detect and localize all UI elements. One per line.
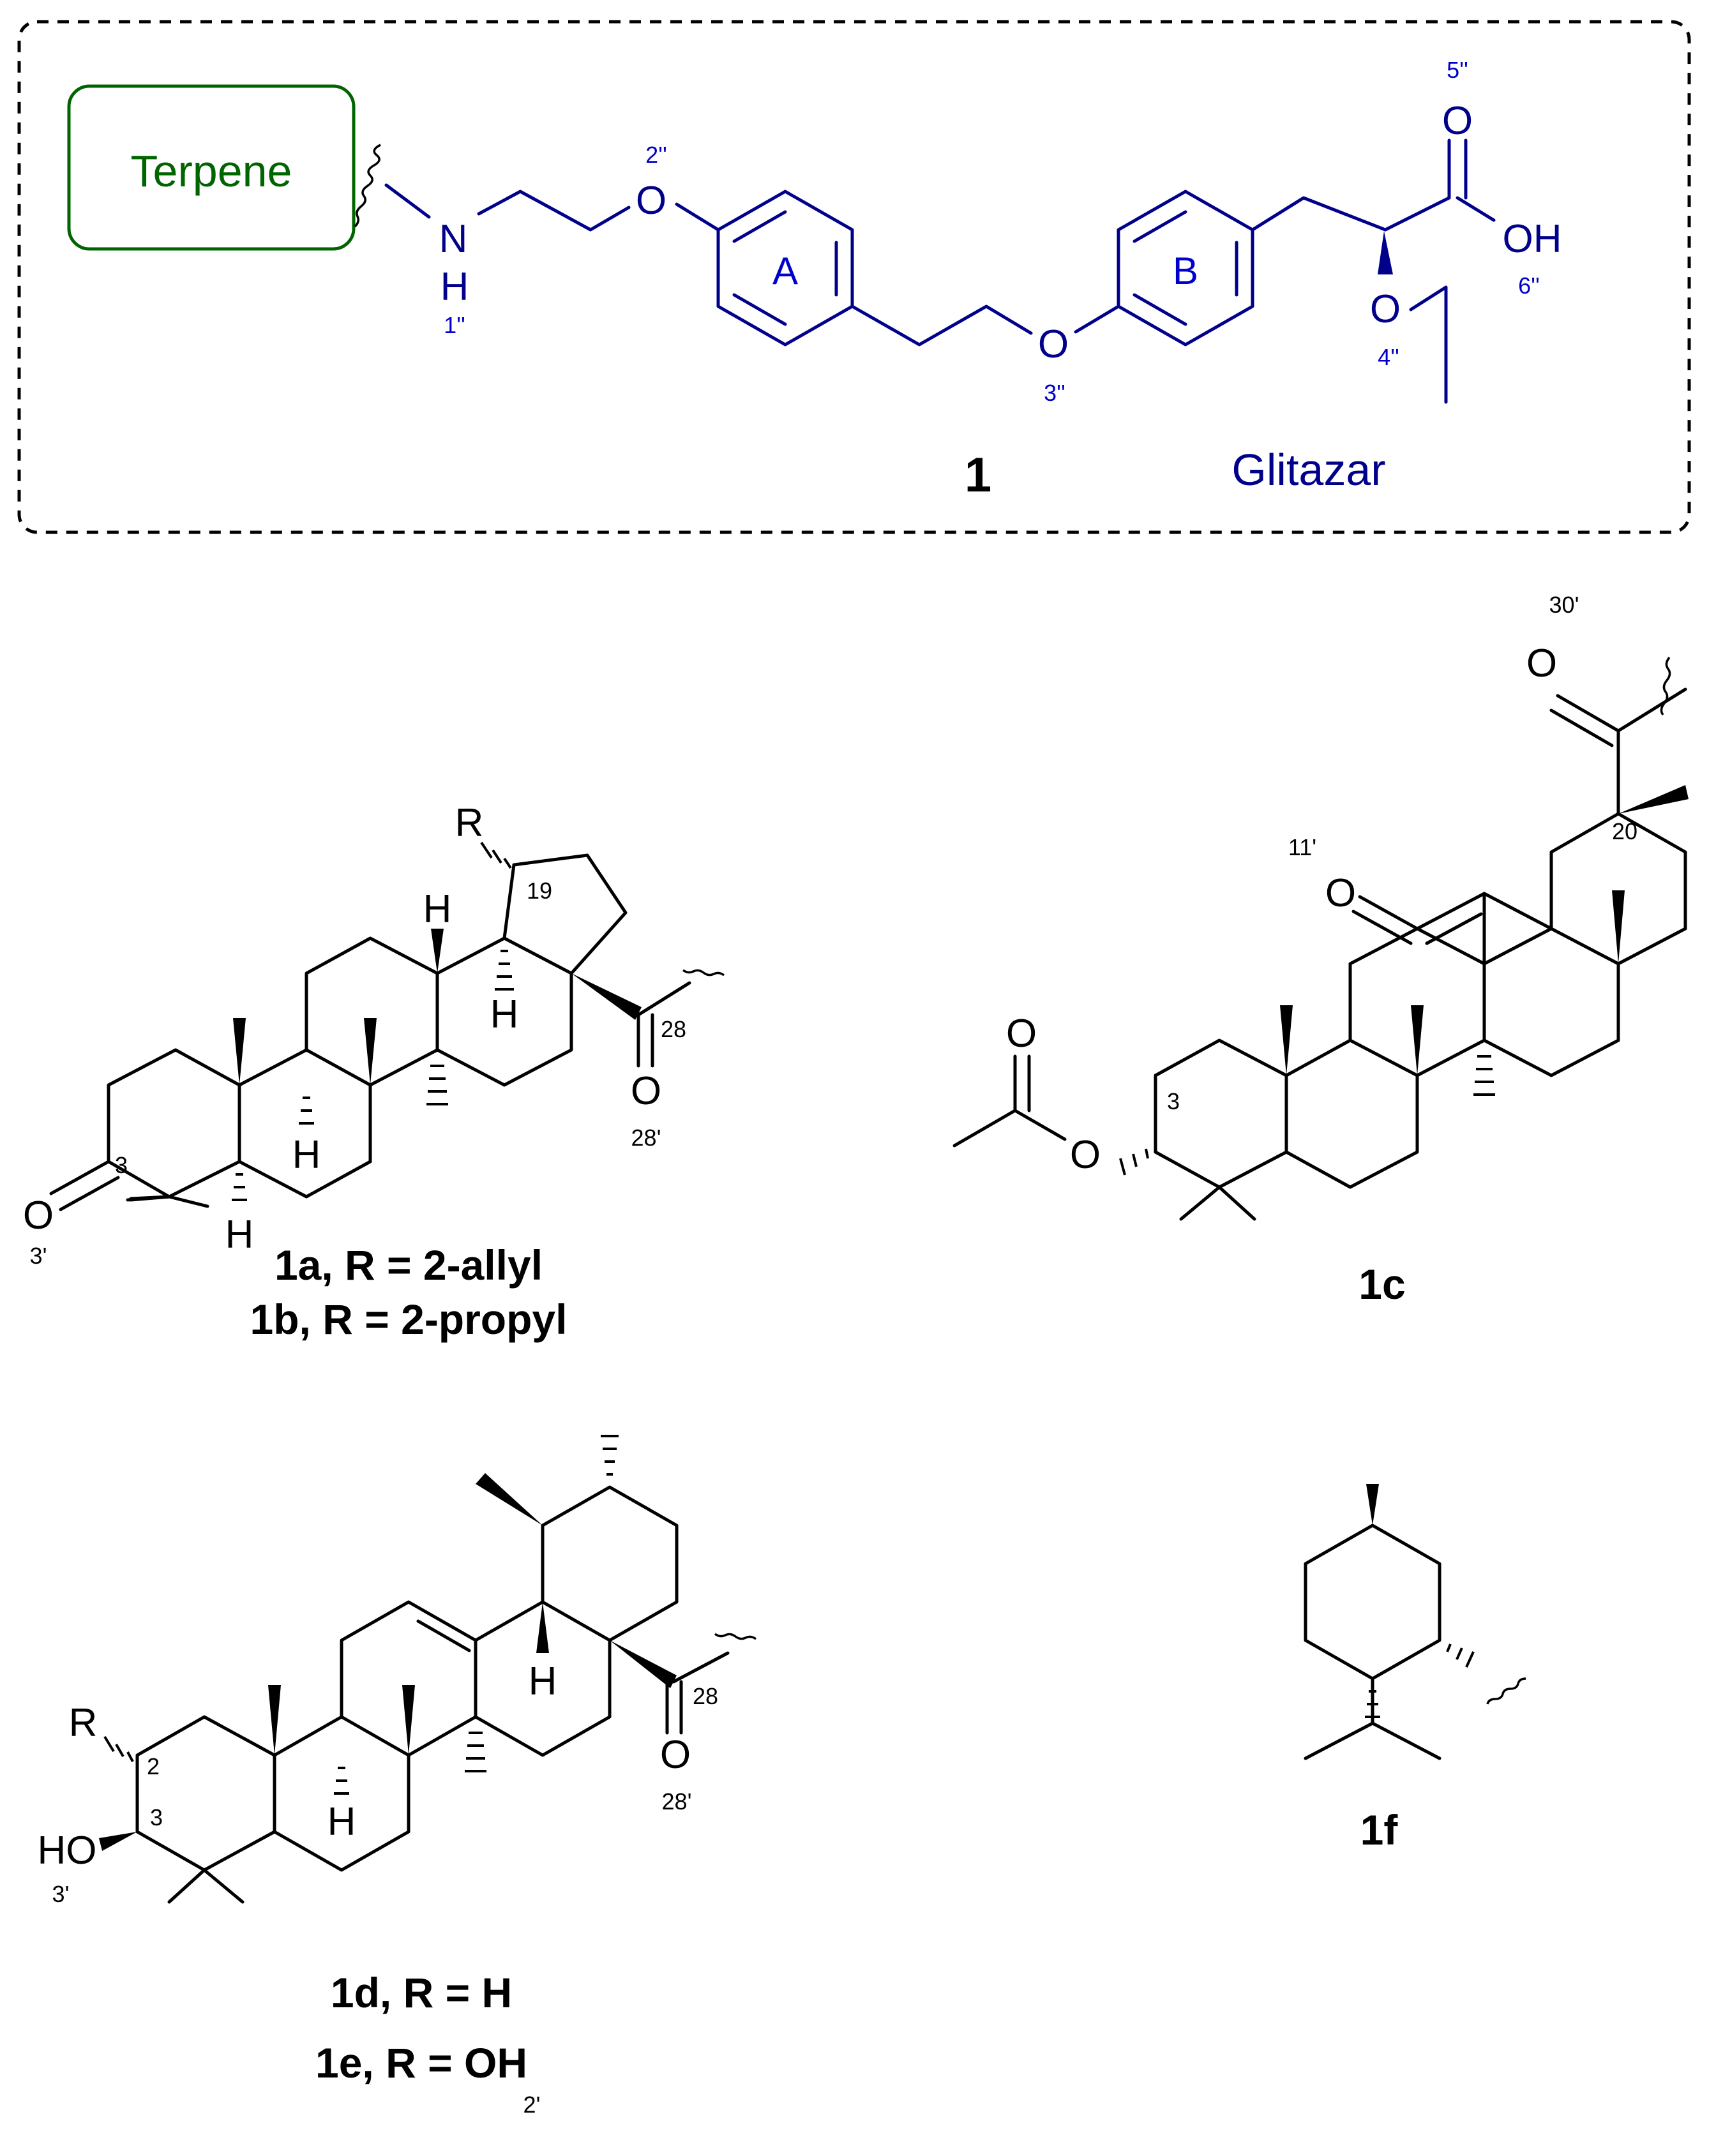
1ab-atom-H-low2: H	[225, 1213, 254, 1257]
bond-chain-1	[384, 183, 431, 219]
1de-caption-line1: 1d, R = H	[331, 1969, 512, 2016]
atom-NH-H: H	[440, 265, 469, 309]
atom-N: N	[439, 217, 468, 261]
1ab-label-3: 3	[115, 1152, 128, 1178]
wedge-C-O4	[1378, 231, 1393, 274]
compound-1-number: 1	[965, 448, 991, 502]
1ab-atom-H-mid: H	[490, 992, 519, 1037]
label-2pp: 2''	[645, 142, 667, 168]
bond-O3-ringB	[1074, 304, 1120, 334]
1c-label-30p: 30'	[1549, 592, 1579, 618]
1f-caption: 1f	[1360, 1806, 1399, 1853]
terpene-box	[67, 84, 356, 251]
structure-1d-1e: H H HO 3' 3 2 R O 28 28' 1d, R = H 1e, R…	[38, 1435, 757, 2118]
attachment-wavy-bond	[354, 144, 381, 228]
bond-benzyl	[1251, 196, 1451, 232]
structure-1a-1b: O 3' 3 H H H H R 19	[23, 801, 725, 1343]
1ab-label-28p: 28'	[631, 1125, 661, 1151]
1ab-atom-O3: O	[23, 1194, 54, 1238]
structure-1f: 1f	[1304, 1484, 1526, 1853]
1de-atom-H-low: H	[327, 1800, 356, 1844]
1de-atom-O28: O	[660, 1733, 691, 1777]
1de-label-3: 3	[150, 1804, 163, 1830]
1de-caption-sub: 2'	[523, 2092, 541, 2118]
1ab-caption-line1: 1a, R = 2-allyl	[275, 1241, 543, 1289]
1ab-label-28: 28	[661, 1016, 686, 1042]
label-6pp: 6''	[1518, 273, 1540, 299]
1c-label-3: 3	[1167, 1088, 1180, 1114]
1c-label-11p: 11'	[1288, 834, 1316, 860]
1c-atom-O-ester: O	[1070, 1133, 1101, 1177]
1de-label-28: 28	[693, 1683, 718, 1709]
1c-label-20: 20	[1612, 818, 1637, 844]
label-3pp: 3''	[1044, 380, 1065, 406]
1ab-label-19: 19	[527, 878, 552, 904]
1ab-label-3p: 3'	[30, 1243, 47, 1269]
1de-label-3p: 3'	[52, 1881, 70, 1907]
atom-O-4pp: O	[1370, 287, 1401, 331]
1de-label-2: 2	[147, 1753, 160, 1779]
1de-caption-line2: 1e, R = OH	[315, 2039, 527, 2086]
ring-A-label: A	[772, 250, 798, 292]
1c-atom-O-acetyl: O	[1006, 1012, 1037, 1056]
scaffold-panel: Terpene N H 1'' O 2'' A O 3'' B O	[17, 20, 1691, 534]
bond-ethylene	[850, 304, 1033, 347]
atom-OH-6pp: OH	[1503, 217, 1562, 261]
label-4pp: 4''	[1378, 344, 1399, 370]
dashed-box	[17, 20, 1691, 534]
1ab-caption-line2: 1b, R = 2-propyl	[250, 1296, 568, 1343]
atom-O-5pp: O	[1442, 99, 1473, 143]
1ab-atom-H-top: H	[423, 887, 452, 931]
glitazar-label: Glitazar	[1231, 445, 1385, 495]
1ab-atom-O28: O	[631, 1069, 661, 1113]
1c-caption: 1c	[1358, 1261, 1405, 1308]
bond-chain-2	[477, 190, 631, 232]
1de-atom-HO: HO	[38, 1829, 97, 1873]
1de-atom-R: R	[69, 1701, 98, 1745]
bond-C-OH	[1456, 196, 1496, 222]
1de-atom-H-top: H	[529, 1659, 557, 1703]
1c-atom-O11: O	[1325, 871, 1356, 915]
ring-B-label: B	[1173, 250, 1198, 292]
label-5pp: 5''	[1447, 57, 1468, 83]
label-1pp: 1''	[444, 312, 465, 338]
1ab-atom-R: R	[455, 801, 484, 845]
1c-atom-O30: O	[1526, 641, 1557, 685]
terpene-label: Terpene	[131, 146, 292, 196]
structure-1c: O 11' 3 O O O 30' 20 1c	[952, 592, 1689, 1308]
bond-O-ringA	[675, 202, 720, 232]
atom-O-2pp: O	[636, 179, 666, 223]
atom-O-3pp: O	[1038, 322, 1069, 366]
1ab-atom-H-low1: H	[292, 1133, 321, 1177]
bond-ethoxy	[1409, 285, 1448, 404]
1de-label-28p: 28'	[662, 1788, 692, 1815]
